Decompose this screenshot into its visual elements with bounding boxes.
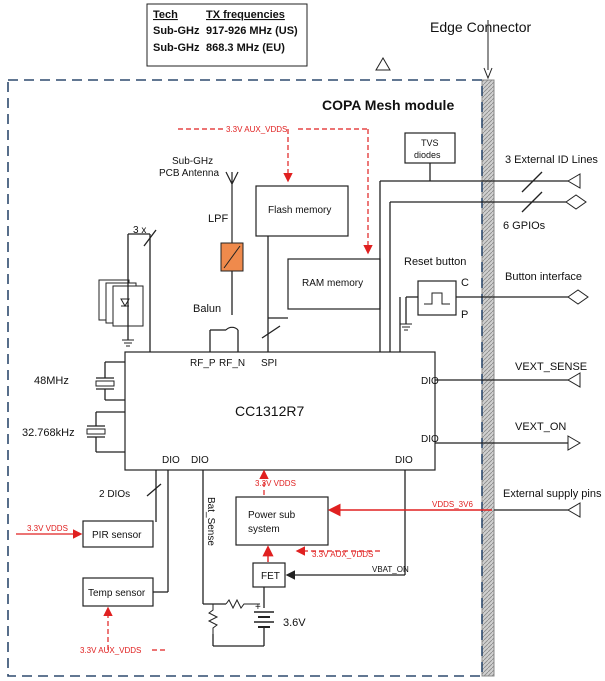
pir-sensor-label: PIR sensor — [92, 530, 142, 541]
resistor-vertical-icon — [207, 604, 219, 634]
flash-memory-label: Flash memory — [268, 205, 331, 216]
pin-dio-right-mid: DIO — [421, 434, 439, 445]
pin-dio-bottom-right: DIO — [395, 455, 413, 466]
led-icon — [98, 279, 144, 327]
battery-label: 3.6V — [283, 617, 306, 629]
battery-icon: + — [254, 586, 274, 646]
table-header-tx: TX frequencies — [206, 9, 285, 21]
pin-rf-n: RF_N — [219, 358, 245, 369]
resistor-horizontal-icon — [225, 598, 260, 610]
aux-vdds-top-line: 3.3V AUX_VDDS — [178, 125, 373, 255]
vext-on-label: VEXT_ON — [515, 421, 566, 433]
aux-vdds-top-label: 3.3V AUX_VDDS — [226, 125, 287, 134]
two-dios-label: 2 DIOs — [99, 489, 130, 500]
pir-vdds-label: 3.3V VDDS — [27, 524, 68, 533]
fet-label: FET — [261, 571, 280, 582]
pin-dio-bottom-mid: DIO — [191, 455, 209, 466]
gpios-label: 6 GPIOs — [503, 220, 546, 232]
ext-supply-label: External supply pins — [503, 488, 602, 500]
battery-plus: + — [255, 602, 261, 613]
power-subsystem-line1: Power sub — [248, 510, 296, 521]
reset-ground-icon — [400, 323, 412, 331]
xtal-32khz-label: 32.768kHz — [22, 427, 75, 439]
vdds-3v6-label: VDDS_3V6 — [432, 500, 473, 509]
antenna-icon — [225, 171, 239, 250]
table-cell-r1c2: 917-926 MHz (US) — [206, 25, 298, 37]
xtal-48mhz-icon — [95, 361, 125, 401]
reset-p-label: P — [461, 309, 468, 321]
flash-memory-box — [255, 185, 349, 237]
pin-dio-right-top: DIO — [421, 376, 439, 387]
pin-rf-p: RF_P — [190, 358, 216, 369]
tvs-diodes-box — [404, 132, 456, 164]
table-cell-r2c2: 868.3 MHz (EU) — [206, 42, 285, 54]
vext-sense-label: VEXT_SENSE — [515, 361, 587, 373]
edge-connector: Edge Connector — [430, 19, 532, 677]
balun-label: Balun — [193, 303, 221, 315]
antenna-label-line2: PCB Antenna — [159, 168, 219, 179]
power-aux-vdds-label: 3.3V AUX_VDDS — [312, 550, 373, 559]
pin-spi: SPI — [261, 358, 277, 369]
temp-sensor-label: Temp sensor — [88, 588, 146, 599]
power-vdds-label: 3.3V VDDS — [255, 479, 296, 488]
tvs-line2: diodes — [414, 150, 441, 160]
xtal-32khz-icon — [86, 411, 125, 453]
gpio-pin-icon — [565, 194, 587, 210]
antenna-label-line1: Sub-GHz — [172, 156, 213, 167]
three-x-label: 3 x — [133, 225, 146, 236]
module-border — [7, 79, 483, 677]
edge-connector-bar — [481, 79, 495, 677]
pir-sensor-box — [82, 520, 154, 548]
temp-aux-vdds-label: 3.3V AUX_VDDS — [80, 646, 141, 655]
table-cell-r2c1: Sub-GHz — [153, 42, 200, 54]
lpf-label: LPF — [208, 213, 228, 225]
vext-on-pin-icon — [567, 435, 581, 451]
vbat-on-label: VBAT_ON — [372, 565, 409, 574]
bat-sense-label: Bat_Sense — [205, 497, 216, 546]
balun-icon — [225, 326, 239, 331]
ram-memory-label: RAM memory — [302, 278, 363, 289]
tvs-line1: TVS — [421, 138, 439, 148]
power-subsystem-box — [235, 496, 329, 546]
button-interface-pin-icon — [567, 289, 589, 305]
xtal-48mhz-label: 48MHz — [34, 375, 69, 387]
edge-connector-label: Edge Connector — [430, 19, 532, 35]
table-cell-r1c1: Sub-GHz — [153, 25, 200, 37]
ext-id-label: 3 External ID Lines — [505, 154, 598, 166]
fet-box — [252, 562, 286, 588]
table-header-tech: Tech — [153, 9, 178, 21]
reset-button-box[interactable] — [417, 280, 457, 316]
frequency-table: Tech TX frequencies Sub-GHz 917-926 MHz … — [146, 3, 308, 67]
revision-triangle-icon — [375, 57, 391, 71]
led-ground-icon — [122, 339, 134, 347]
reset-c-label: C — [461, 277, 469, 289]
ext-supply-pin-icon — [567, 502, 581, 518]
chip-cc1312r7: CC1312R7 RF_P RF_N SPI DIO DIO DIO DIO D… — [124, 351, 439, 471]
vext-sense-pin-icon — [567, 372, 581, 388]
module-title: COPA Mesh module — [322, 97, 454, 113]
reset-button-icon — [424, 292, 450, 305]
chip-name: CC1312R7 — [235, 403, 304, 419]
ram-memory-box — [287, 258, 381, 310]
pin-dio-bottom-left: DIO — [162, 455, 180, 466]
ext-id-pin-icon — [567, 173, 581, 189]
power-subsystem-line2: system — [248, 524, 280, 535]
button-interface-label: Button interface — [505, 271, 582, 283]
reset-button-label: Reset button — [404, 256, 466, 268]
